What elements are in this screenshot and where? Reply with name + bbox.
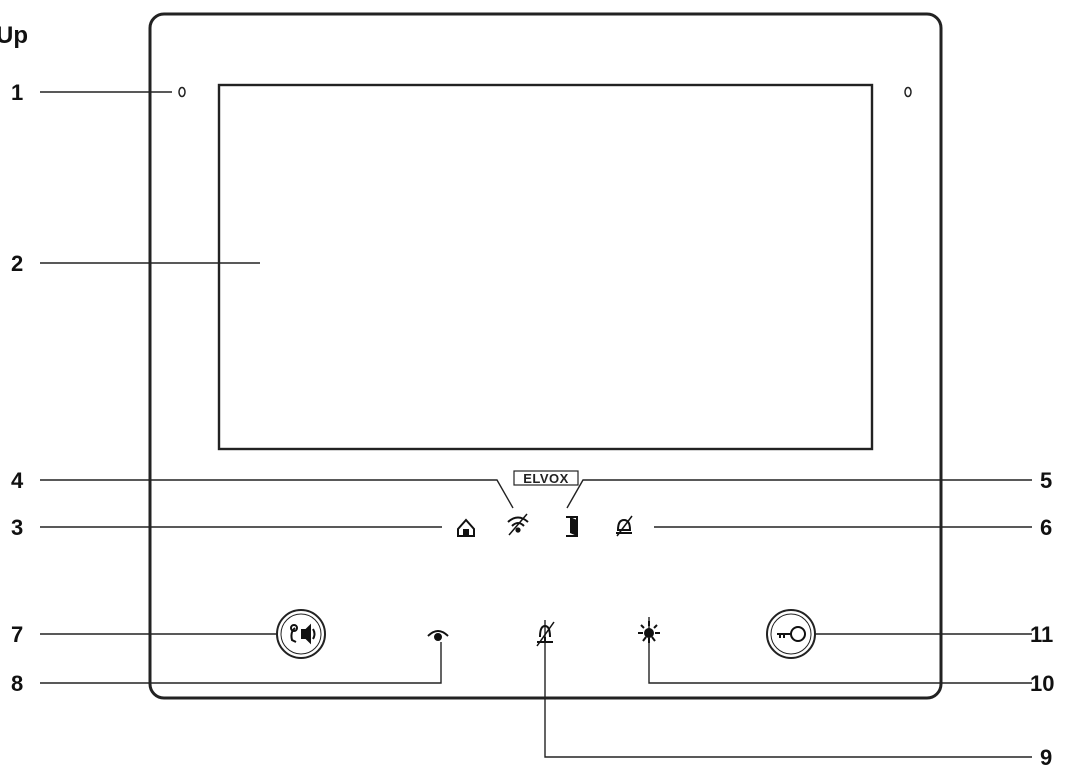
microphone-hole bbox=[178, 86, 186, 98]
display-screen bbox=[217, 83, 874, 451]
key-icon bbox=[777, 626, 806, 642]
callout-number: 6 bbox=[1040, 515, 1052, 540]
callout-number: 4 bbox=[11, 468, 24, 493]
eye-icon[interactable] bbox=[427, 630, 449, 641]
callout-number: 3 bbox=[11, 515, 23, 540]
wifi-icon bbox=[507, 513, 529, 536]
callout-number: 8 bbox=[11, 671, 23, 696]
door-release-button[interactable] bbox=[766, 609, 816, 659]
monitor-frame bbox=[148, 12, 943, 700]
microphone-hole-right bbox=[904, 86, 912, 98]
brand-logo-box bbox=[513, 470, 579, 486]
callout-number: 1 bbox=[11, 80, 23, 105]
callout-number: 9 bbox=[1040, 745, 1052, 770]
brand-logo: ELVOX bbox=[523, 471, 569, 486]
callout-number: 7 bbox=[11, 622, 23, 647]
home-icon bbox=[457, 518, 475, 537]
mic-off-icon[interactable] bbox=[536, 621, 555, 647]
callout-number: 10 bbox=[1030, 671, 1054, 696]
door-icon bbox=[566, 516, 578, 537]
callout-lines bbox=[40, 91, 1032, 758]
callout-number: 2 bbox=[11, 251, 23, 276]
answer-call-button[interactable] bbox=[276, 609, 326, 659]
handset-speaker-icon bbox=[290, 623, 316, 645]
mute-icon bbox=[616, 515, 633, 537]
light-bulb-icon[interactable] bbox=[638, 621, 660, 643]
corner-text: Up bbox=[0, 22, 28, 49]
callout-number: 11 bbox=[1030, 622, 1053, 647]
callout-number: 5 bbox=[1040, 468, 1052, 493]
